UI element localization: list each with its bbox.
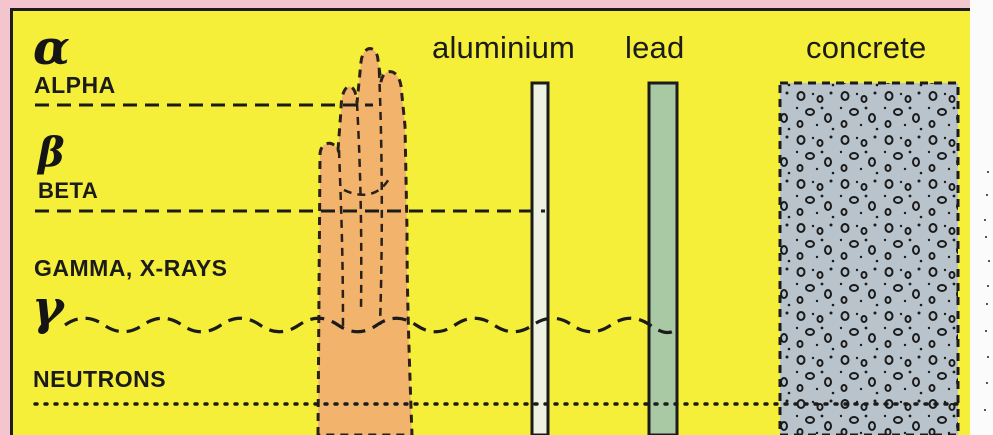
aluminium-sheet-icon xyxy=(532,83,548,435)
concrete-block-icon xyxy=(780,83,958,435)
lead-sheet-icon xyxy=(649,83,677,435)
beta-symbol: β xyxy=(38,133,65,173)
neutrons-label: NEUTRONS xyxy=(33,366,166,393)
gamma-symbol: γ xyxy=(32,284,64,332)
concrete-label: concrete xyxy=(806,30,927,66)
beta-label: BETA xyxy=(38,178,98,204)
hand-icon xyxy=(318,49,412,435)
alpha-label: ALPHA xyxy=(34,72,116,99)
lead-label: lead xyxy=(625,30,684,66)
alpha-symbol: α xyxy=(33,24,70,72)
aluminium-label: aluminium xyxy=(432,30,575,66)
gamma-label: GAMMA, X-RAYS xyxy=(34,255,228,282)
